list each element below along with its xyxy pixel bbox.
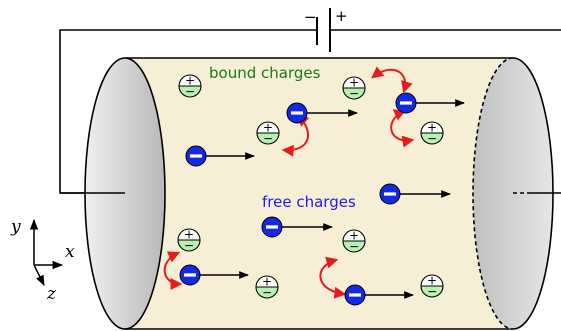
plus-sign: + xyxy=(263,121,273,135)
bound-charges-label: bound charges xyxy=(209,64,321,82)
bound-positive-half xyxy=(179,75,201,86)
free-electron xyxy=(185,145,255,167)
plus-sign: + xyxy=(185,74,195,88)
right-cap-hidden-edge xyxy=(472,57,514,330)
interaction-arrow xyxy=(163,251,183,290)
x-axis-label: x xyxy=(65,242,75,262)
charges-layer: +−+−+−+−+−+−+−+− xyxy=(163,66,465,306)
minus-sign: − xyxy=(184,239,194,253)
bound-charge: +− xyxy=(178,74,202,99)
interaction-arrow xyxy=(371,66,413,94)
minus-sign: − xyxy=(349,240,359,254)
minus-sign: − xyxy=(185,85,195,99)
bound-charge: +− xyxy=(420,274,444,299)
bound-charge: +− xyxy=(420,121,444,146)
free-electron xyxy=(261,216,333,238)
bound-negative-half xyxy=(421,286,443,297)
z-axis-arrow xyxy=(33,264,45,286)
battery-minus-label: − xyxy=(304,8,317,26)
bound-positive-half xyxy=(256,276,278,287)
plus-sign: + xyxy=(427,121,437,135)
z-axis-label: z xyxy=(46,284,57,304)
bound-positive-half xyxy=(421,122,443,133)
plus-sign: + xyxy=(349,229,359,243)
minus-sign: − xyxy=(349,87,359,101)
bound-negative-half xyxy=(179,86,201,97)
bound-negative-half xyxy=(343,241,365,252)
free-electron xyxy=(286,102,358,124)
plus-sign: + xyxy=(349,76,359,90)
bound-positive-half xyxy=(178,229,200,240)
bound-negative-half xyxy=(178,240,200,251)
bound-charge: +− xyxy=(342,229,366,254)
plus-sign: + xyxy=(427,274,437,288)
coordinate-axes: y x z xyxy=(10,217,75,304)
bound-positive-half xyxy=(343,77,365,88)
battery: − + xyxy=(304,7,348,52)
cylinder-body xyxy=(125,58,513,329)
battery-plus-label: + xyxy=(335,7,348,25)
minus-sign: − xyxy=(427,132,437,146)
free-electron xyxy=(344,284,414,306)
bound-charge: +− xyxy=(255,275,279,300)
minus-sign: − xyxy=(427,285,437,299)
bound-positive-half xyxy=(421,275,443,286)
bound-negative-half xyxy=(257,133,279,144)
bound-charge: +− xyxy=(177,228,201,253)
free-charges-label: free charges xyxy=(262,193,356,211)
minus-sign: − xyxy=(263,132,273,146)
y-axis-label: y xyxy=(10,217,21,237)
free-electron xyxy=(179,264,249,286)
bound-negative-half xyxy=(256,287,278,298)
plus-sign: + xyxy=(184,228,194,242)
bound-negative-half xyxy=(343,88,365,99)
bound-positive-half xyxy=(257,122,279,133)
interaction-arrow xyxy=(390,109,415,148)
bound-negative-half xyxy=(421,133,443,144)
plus-sign: + xyxy=(262,275,272,289)
interaction-arrow xyxy=(319,256,347,299)
bound-charge: +− xyxy=(256,121,280,146)
free-electron xyxy=(395,92,465,114)
minus-sign: − xyxy=(262,286,272,300)
free-electron xyxy=(379,183,451,205)
bound-positive-half xyxy=(343,230,365,241)
bound-charge: +− xyxy=(342,76,366,101)
